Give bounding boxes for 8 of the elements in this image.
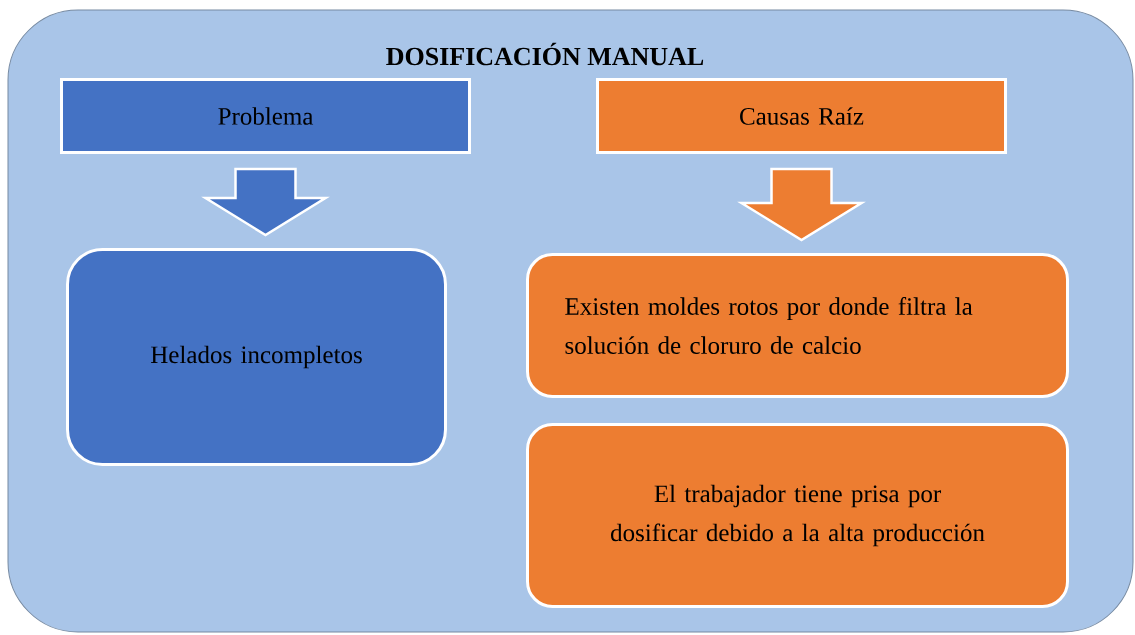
block-arrow [201, 167, 330, 237]
header-box: Problema [60, 78, 471, 154]
title: DOSIFICACIÓN MANUAL [386, 42, 704, 66]
problem-box: Helados incompletos [66, 248, 447, 466]
cause-box: Existen moldes rotos por donde filtra la solución de cloruro de calcio [526, 253, 1069, 398]
block-arrow [737, 167, 866, 242]
header-box: Causas Raíz [596, 78, 1007, 154]
cause-box: El trabajador tiene prisa por dosificar debido a la alta producción [526, 423, 1069, 608]
